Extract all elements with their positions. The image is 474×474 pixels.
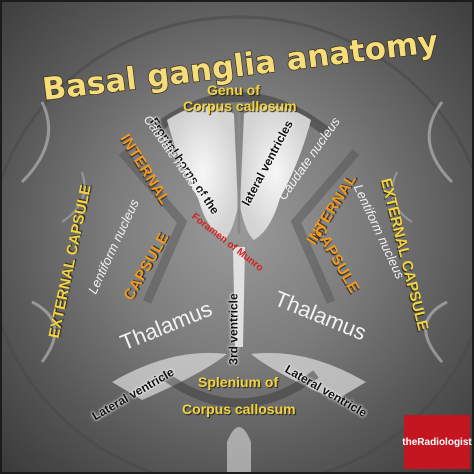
brand-label: theRadiologist (402, 436, 472, 448)
brand-logo-badge: theRadiologist (402, 415, 472, 469)
label-third-ventricle: 3rd ventricle (226, 293, 241, 365)
label-genu-line2: Corpus callosum (183, 98, 297, 114)
label-splenium-line1: Splenium of (198, 374, 279, 390)
label-genu-line1: Genu of (207, 82, 260, 98)
label-splenium-line2: Corpus callosum (182, 401, 296, 417)
